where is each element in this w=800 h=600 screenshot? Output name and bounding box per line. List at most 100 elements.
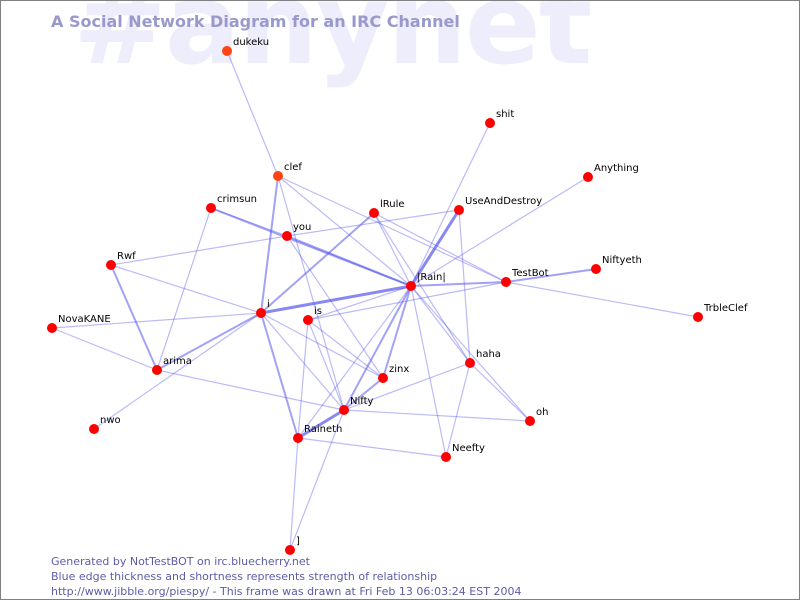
edge-you-Rwf [110,235,288,266]
node-TrbleClef[interactable]: TrbleClef [693,303,748,322]
node-dot[interactable] [293,433,303,443]
edge-IRule-Rain [373,212,412,287]
node-dot[interactable] [591,264,601,274]
edge-i-nwo [93,312,262,430]
edge-Nifty-haha [343,362,471,411]
node-NovaKANE[interactable]: NovaKANE [47,314,111,333]
edge-Rain-zinx [382,285,412,379]
node-Raineth[interactable]: Raineth [293,424,342,443]
node-Nifty[interactable]: Nifty [339,396,374,415]
node-dot[interactable] [693,312,703,322]
footer-generated-by: Generated by NotTestBOT on irc.bluecherr… [51,555,310,568]
edge-zinx-Nifty [343,377,384,411]
edge-haha-Neefty [445,362,471,458]
node-you[interactable]: you [282,222,311,241]
edge-TestBot-is [307,281,507,321]
node-label: UseAndDestroy [465,196,542,207]
node-dot[interactable] [583,172,593,182]
edge-is-Nifty [307,319,345,411]
node-label: you [293,222,311,233]
node-label: Anything [594,163,639,174]
node-label: Neefty [452,443,485,454]
node-shit[interactable]: shit [485,109,514,128]
node-label: Niftyeth [602,255,642,266]
node-IRule[interactable]: lRule [369,199,405,218]
node-label: lRule [380,199,405,210]
edge-Rwf-i [110,264,262,314]
edge-i-Raineth [260,312,299,439]
node-dot[interactable] [152,365,162,375]
node-dot[interactable] [273,171,283,181]
node-oh[interactable]: oh [525,407,548,426]
node-Rain[interactable]: |Rain| [406,272,446,291]
node-label: haha [476,349,501,360]
node-crimsun[interactable]: crimsun [206,194,257,213]
footer: Generated by NotTestBOT on irc.bluecherr… [51,554,521,599]
edge-shit-Rain [410,122,491,287]
node-Anything[interactable]: Anything [583,163,639,182]
node-dukeku[interactable]: dukeku [222,37,269,56]
nodes-layer: dukeku clef crimsun you lRule UseAndDestroy sh… [47,37,748,555]
node-TestBot[interactable]: TestBot [501,268,549,287]
edge-i-Nifty [260,312,345,411]
edge-is-Raineth [297,319,309,439]
node-label: dukeku [233,37,269,48]
footer-legend: Blue edge thickness and shortness repres… [51,570,438,583]
node-Rwf[interactable]: Rwf [106,251,136,270]
node-dot[interactable] [485,118,495,128]
node-label: is [314,306,322,317]
node-is[interactable]: is [303,306,322,325]
edge-IRule-TestBot [373,212,507,283]
node-dot[interactable] [285,545,295,555]
node-UseAndDestroy[interactable]: UseAndDestroy [454,196,542,215]
node-haha[interactable]: haha [465,349,501,368]
node-dot[interactable] [256,308,266,318]
node-label: Nifty [350,396,374,407]
node-zinx[interactable]: zinx [378,364,409,383]
node-dot[interactable] [89,424,99,434]
node-label: NovaKANE [58,314,111,325]
node-dot[interactable] [525,416,535,426]
edge-NovaKANE-arima [51,327,158,371]
node-i[interactable]: i [256,299,270,318]
edge-Rain-Neefty [410,285,447,458]
node-dot[interactable] [501,277,511,287]
edge-you-zinx [286,235,384,379]
node-nwo[interactable]: nwo [89,415,121,434]
node-dot[interactable] [369,208,379,218]
footer-link-timestamp[interactable]: http://www.jibble.org/piespy/ - This fra… [51,585,522,598]
node-label: arima [163,356,192,367]
node-clef[interactable]: clef [273,162,302,181]
node-dot[interactable] [206,203,216,213]
edge-Rwf-arima [110,264,158,371]
node-dot[interactable] [441,452,451,462]
node-dot[interactable] [303,315,313,325]
node-arima[interactable]: arima [152,356,192,375]
node-Niftyeth[interactable]: Niftyeth [591,255,642,274]
node-dot[interactable] [378,373,388,383]
node-Neefty[interactable]: Neefty [441,443,485,462]
node-label: ] [296,536,300,547]
node-dot[interactable] [406,281,416,291]
edge-IRule-haha [373,212,471,364]
edge-TestBot-Niftyeth [505,268,597,283]
node-label: TestBot [511,268,549,279]
node-dot[interactable] [454,205,464,215]
node-dot[interactable] [47,323,57,333]
edge-Rain-haha [410,285,471,364]
edge-UseAndDestroy-haha [458,209,471,364]
edge-Rain-TestBot [410,281,507,287]
node-dot[interactable] [465,358,475,368]
edge-Nifty-J [289,409,345,551]
edge-Nifty-oh [343,409,531,422]
node-label: shit [496,109,514,120]
node-dot[interactable] [282,231,292,241]
edge-UseAndDestroy-Rain [409,209,461,287]
edge-you-UseAndDestroy [286,209,460,237]
node-J[interactable]: ] [285,536,300,555]
edge-i-arima [156,312,262,371]
node-dot[interactable] [339,405,349,415]
node-dot[interactable] [106,260,116,270]
channel-watermark: #anynet [73,0,592,90]
node-dot[interactable] [222,46,232,56]
